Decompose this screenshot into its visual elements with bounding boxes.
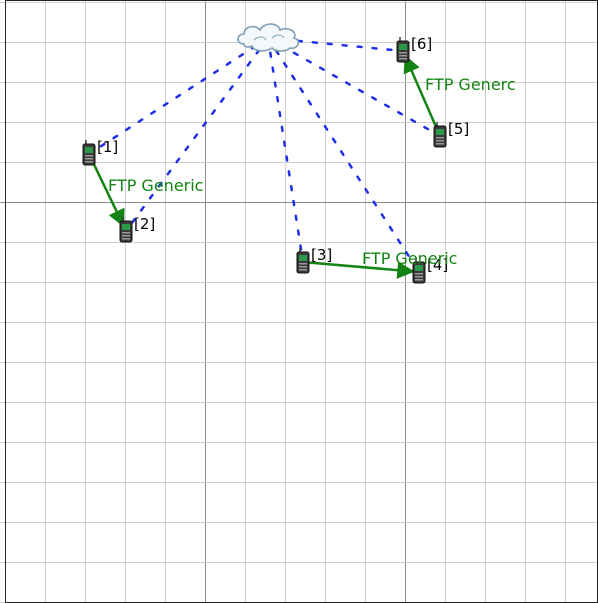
mobile-device-icon bbox=[119, 217, 133, 243]
node-label: [6] bbox=[411, 35, 432, 53]
node-label: [5] bbox=[448, 120, 469, 138]
node-5[interactable]: [5] bbox=[433, 120, 469, 148]
flow-arrow-3-4[interactable] bbox=[306, 261, 415, 279]
node-label: [1] bbox=[97, 138, 118, 156]
wireless-link-4 bbox=[266, 36, 421, 274]
base-station[interactable] bbox=[237, 23, 300, 52]
node-2[interactable]: [2] bbox=[119, 215, 155, 243]
mobile-device-icon bbox=[433, 122, 447, 148]
flow-label-3-4: FTP Generic bbox=[362, 249, 457, 268]
wireless-links bbox=[87, 36, 442, 274]
cloud-icon[interactable] bbox=[237, 23, 300, 52]
nodes: [1] [2] [3] [4] [5] [6] bbox=[82, 35, 469, 284]
traffic-flows bbox=[89, 54, 440, 279]
flow-arrow-1-2[interactable] bbox=[89, 157, 125, 228]
wireless-link-5 bbox=[266, 36, 442, 138]
flow-label-5-6: FTP Generc bbox=[425, 75, 516, 94]
mobile-device-icon bbox=[412, 258, 426, 284]
mobile-device-icon bbox=[296, 248, 310, 274]
node-6[interactable]: [6] bbox=[396, 35, 432, 63]
node-label: [2] bbox=[134, 215, 155, 233]
node-4[interactable]: [4] bbox=[412, 256, 448, 284]
flow-arrow-5-6[interactable] bbox=[403, 54, 440, 133]
node-1[interactable]: [1] bbox=[82, 138, 118, 166]
mobile-device-icon bbox=[82, 140, 96, 166]
node-3[interactable]: [3] bbox=[296, 246, 332, 274]
wireless-link-2 bbox=[124, 36, 270, 233]
node-label: [3] bbox=[311, 246, 332, 264]
mobile-device-icon bbox=[396, 37, 410, 63]
node-label: [4] bbox=[427, 256, 448, 274]
flow-label-1-2: FTP Generic bbox=[108, 176, 203, 195]
wireless-link-1 bbox=[87, 36, 270, 156]
